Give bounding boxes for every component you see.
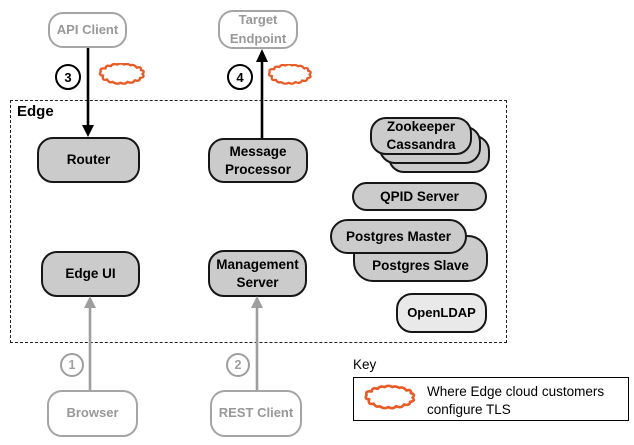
node-postgres-master: Postgres Master — [330, 219, 467, 254]
node-message-processor: Message Processor — [208, 138, 308, 183]
node-router-label: Router — [66, 152, 111, 168]
node-api-client-label: API Client — [56, 21, 119, 37]
node-message-processor-label: Message Processor — [224, 143, 292, 177]
node-openldap: OpenLDAP — [396, 293, 487, 333]
node-qpid-server: QPID Server — [352, 182, 487, 211]
step-3-badge: 3 — [55, 64, 81, 90]
node-edge-ui-label: Edge UI — [65, 266, 116, 282]
key-cloud-description: Where Edge cloud customers configure TLS — [427, 384, 605, 418]
node-management-server: Management Server — [208, 250, 307, 297]
node-openldap-label: OpenLDAP — [407, 305, 476, 321]
node-management-server-label: Management Server — [216, 256, 299, 290]
node-zookeeper-cassandra-label: Zookeeper Cassandra — [386, 119, 456, 152]
node-postgres-slave-label: Postgres Slave — [372, 258, 469, 274]
key-title: Key — [353, 357, 377, 372]
node-browser: Browser — [47, 390, 138, 437]
node-target-endpoint-label: Target Endpoint — [229, 11, 287, 46]
node-target-endpoint: Target Endpoint — [218, 10, 298, 49]
node-router: Router — [37, 137, 140, 183]
node-rest-client-label: REST Client — [218, 405, 294, 421]
node-browser-label: Browser — [66, 405, 119, 421]
node-qpid-server-label: QPID Server — [380, 188, 459, 204]
node-rest-client: REST Client — [210, 390, 302, 437]
tls-cloud-icon — [364, 384, 416, 410]
step-1-badge: 1 — [60, 353, 84, 377]
step-2-badge: 2 — [226, 353, 250, 377]
tls-cloud-icon — [98, 63, 145, 85]
tls-cloud-icon — [267, 64, 312, 85]
node-zookeeper-cassandra: Zookeeper Cassandra — [370, 117, 472, 155]
edge-group-boundary — [10, 100, 507, 343]
edge-group-label: Edge — [17, 103, 54, 120]
node-api-client: API Client — [48, 12, 127, 48]
node-edge-ui: Edge UI — [41, 251, 140, 297]
node-postgres-master-label: Postgres Master — [345, 228, 452, 244]
step-4-badge: 4 — [227, 64, 253, 90]
